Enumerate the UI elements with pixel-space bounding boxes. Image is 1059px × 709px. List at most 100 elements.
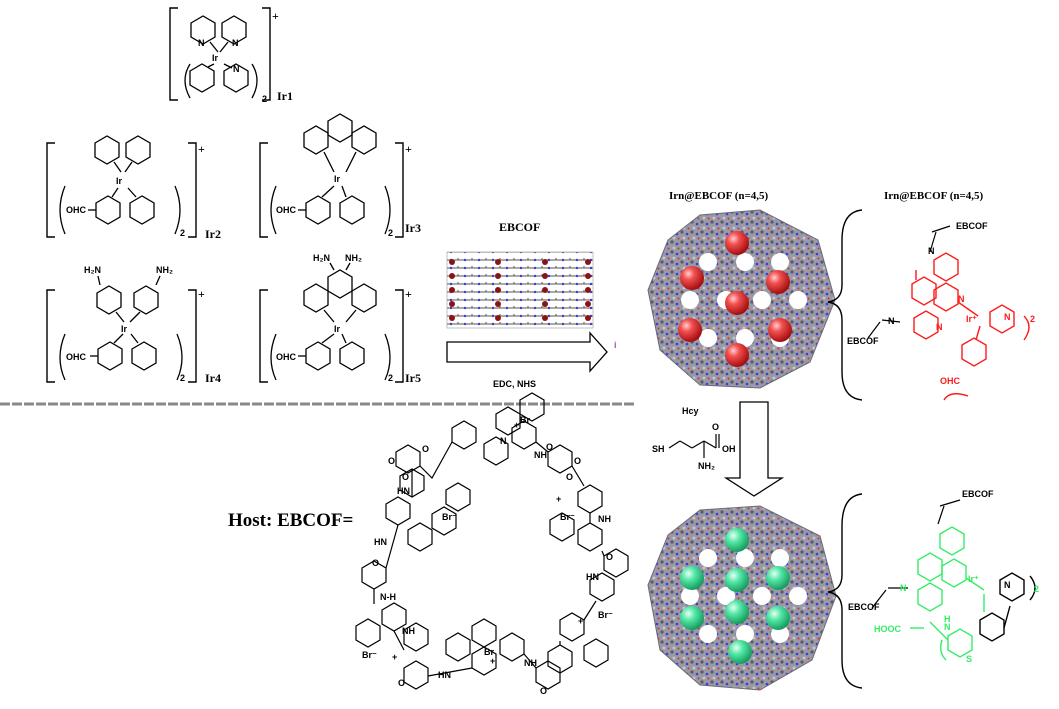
complex-ir4: H₂N NH₂ Ir OHC 2 + Ir4 xyxy=(46,265,221,385)
adduct-ebcof-top: EBCOF xyxy=(962,489,994,499)
host-hn-right: HN xyxy=(586,572,599,582)
host-o-7: O xyxy=(372,558,379,568)
host-br-bl: Br⁻ xyxy=(362,650,377,660)
irn-ebcof-cluster: Irn@EBCOF (n=4,5) xyxy=(647,190,836,389)
hcy-step: Hcy SH O OH NH₂ xyxy=(652,401,785,497)
red-sphere xyxy=(768,318,792,342)
stray-mark: i xyxy=(614,340,617,350)
ir5-metal: Ir xyxy=(334,324,341,334)
irn-ebcof-structure: Irn@EBCOF (n=4,5) EBCOF N N Ir⁺ N N N EB… xyxy=(827,190,1035,401)
stack-red-dots xyxy=(449,259,591,321)
adduct-cluster xyxy=(647,505,837,691)
down-arrow xyxy=(723,401,785,497)
host-hn-left: HN xyxy=(397,486,410,496)
irn-ebcof-top: EBCOF xyxy=(956,221,988,231)
host-o-3: O xyxy=(402,472,409,482)
ir2-metal: Ir xyxy=(116,176,123,186)
host-o-4: O xyxy=(546,442,553,452)
adduct-ebcof-left: EBCOF xyxy=(848,602,880,612)
irn-title-left: Irn@EBCOF (n=4,5) xyxy=(669,190,769,202)
complex-ir2: Ir OHC 2 + Ir2 xyxy=(46,135,221,241)
complex-ir1: Ir N N N 2 + Ir1 xyxy=(169,7,293,104)
irn-n-left: N xyxy=(888,316,895,326)
green-sphere xyxy=(680,606,704,630)
ebcof-reaction: EBCOF EDC, NHS i xyxy=(446,220,617,389)
ir1-n-left: N xyxy=(198,38,205,48)
green-spheres xyxy=(680,528,790,664)
hcy-nh2: NH₂ xyxy=(698,461,715,471)
ir2-label: Ir2 xyxy=(205,227,221,241)
adduct-n-left: N xyxy=(900,583,907,593)
complex-ir5: H₂N NH₂ Ir OHC 2 + Ir5 xyxy=(259,253,421,385)
adduct-structure: EBCOF Ir⁺ N N EBCOF N H HOOC S 2 xyxy=(827,489,1039,689)
irn-n-right: N xyxy=(1004,312,1011,322)
host-o-1: O xyxy=(388,456,395,466)
adduct-metal: Ir⁺ xyxy=(968,574,979,584)
host-o-10: O xyxy=(540,686,547,696)
green-sphere xyxy=(725,528,749,552)
hcy-oh: OH xyxy=(722,444,736,454)
green-sphere xyxy=(725,600,749,624)
ir3-sub: OHC xyxy=(276,205,297,215)
adduct-hooc: HOOC xyxy=(874,624,902,634)
host-br-top: Br xyxy=(520,415,530,425)
host-nh-h: N-H xyxy=(380,592,396,602)
ir1-label: Ir1 xyxy=(277,89,293,103)
ir3-charge: + xyxy=(405,142,412,156)
red-sphere xyxy=(678,318,702,342)
host-br-bottom: Br xyxy=(484,647,494,657)
host-o-9: O xyxy=(398,678,405,688)
host-ebcof: Host: EBCOF= xyxy=(228,392,629,696)
host-nh-bl: NH xyxy=(402,626,415,636)
green-sphere xyxy=(766,606,790,630)
host-plus-bl: + xyxy=(392,652,397,662)
host-plus-br: + xyxy=(578,616,583,626)
ir4-label: Ir4 xyxy=(205,371,221,385)
host-nh-top: NH xyxy=(534,450,547,460)
red-sphere xyxy=(766,270,790,294)
adduct-pore-holes xyxy=(681,549,807,643)
ir1-subscript: 2 xyxy=(262,94,267,104)
ir5-amine-right: NH₂ xyxy=(345,253,362,263)
host-plus-top: + xyxy=(514,420,519,430)
ir2-subscript: 2 xyxy=(180,228,185,238)
ir4-subscript: 2 xyxy=(180,373,185,383)
reaction-reagents: EDC, NHS xyxy=(493,379,536,389)
irn-n-mid: N xyxy=(958,294,965,304)
host-br-br: Br⁻ xyxy=(598,610,613,620)
adduct-s: S xyxy=(966,654,972,664)
red-sphere xyxy=(725,231,749,255)
host-o-5: O xyxy=(574,456,581,466)
ir4-metal: Ir xyxy=(121,324,128,334)
host-plus-bottom: + xyxy=(490,656,495,666)
adduct-n-right: N xyxy=(1004,580,1011,590)
host-plus-right: + xyxy=(556,494,561,504)
ir3-label: Ir3 xyxy=(405,221,421,235)
host-nh-bottom: NH xyxy=(524,658,537,668)
ir5-sub: OHC xyxy=(276,352,297,362)
ir4-charge: + xyxy=(198,287,205,301)
ir5-amine-left: H₂N xyxy=(313,253,330,263)
host-hn-bottom: HN xyxy=(438,670,451,680)
irn-ebcof-left: EBCOF xyxy=(847,336,879,346)
irn-n-top: N xyxy=(928,246,935,256)
irn-subscript: 2 xyxy=(1030,314,1035,324)
ir4-sub: OHC xyxy=(66,352,87,362)
host-o-6: O xyxy=(566,472,573,482)
green-sphere xyxy=(680,566,704,590)
green-sphere xyxy=(766,566,790,590)
ir5-subscript: 2 xyxy=(388,373,393,383)
host-n-top: N xyxy=(500,436,507,446)
ebcof-framework-label: EBCOF xyxy=(499,220,540,234)
ir4-amine-left: H₂N xyxy=(84,265,101,275)
irn-metal: Ir⁺ xyxy=(966,314,977,324)
hcy-sh: SH xyxy=(652,444,665,454)
complex-ir3: Ir OHC 2 + Ir3 xyxy=(259,113,421,238)
host-nh-right: NH xyxy=(598,514,611,524)
host-br-right: Br⁻ xyxy=(560,512,575,522)
red-sphere xyxy=(680,266,704,290)
ir1-metal: Ir xyxy=(212,53,219,63)
hcy-o: O xyxy=(712,422,719,432)
irn-title-right: Irn@EBCOF (n=4,5) xyxy=(884,190,984,202)
